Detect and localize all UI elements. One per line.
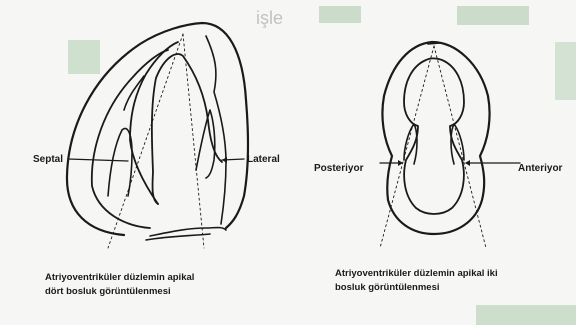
two-chamber-view (380, 42, 520, 248)
four-chamber-scan-line (183, 34, 204, 248)
four-chamber-scan-line (108, 34, 183, 248)
two-chamber-outer-wall (382, 42, 489, 234)
septal-label: Septal (33, 154, 63, 166)
two-chamber-scan-line (434, 46, 486, 248)
two-chamber-apex (428, 43, 440, 44)
two-chamber-caption-line2: bosluk görüntülenmesi (335, 282, 440, 294)
four-chamber-caption-line1: Atriyoventriküler düzlemin apikal (45, 272, 194, 284)
anterior-label: Anteriyor (518, 163, 562, 175)
four-chamber-tricuspid-leaflet (108, 128, 132, 196)
two-chamber-inner-wall (404, 59, 464, 215)
posterior-label: Posteriyor (314, 163, 363, 175)
two-chamber-caption-line1: Atriyoventriküler düzlemin apikal iki (335, 268, 498, 280)
four-chamber-caption-line2: dört bosluk görüntülenmesi (45, 286, 171, 298)
four-chamber-view (67, 23, 248, 248)
septal-pointer-line (68, 159, 128, 161)
four-chamber-atrium (150, 228, 226, 237)
four-chamber-lv-inner (152, 54, 222, 204)
four-chamber-septum (130, 42, 178, 204)
lateral-label: Lateral (247, 154, 280, 166)
